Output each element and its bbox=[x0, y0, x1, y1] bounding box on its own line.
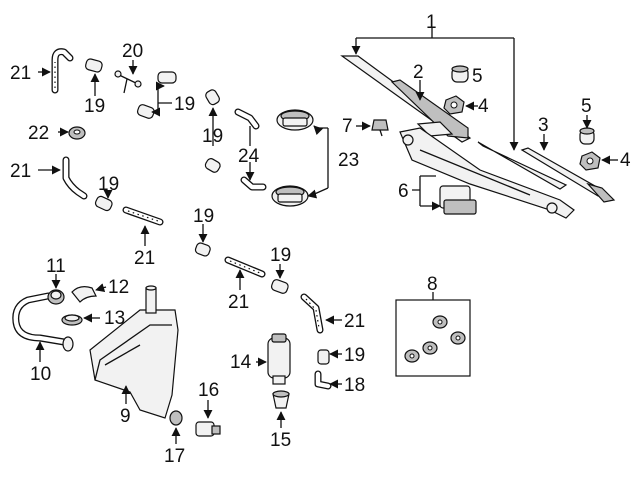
callout-12: 12 bbox=[108, 277, 129, 298]
bolt-7 bbox=[371, 119, 389, 137]
callout-20: 20 bbox=[122, 41, 143, 62]
callout-19-g: 19 bbox=[344, 345, 365, 366]
callout-3: 3 bbox=[538, 115, 549, 136]
callout-4-right: 4 bbox=[620, 150, 631, 171]
connector-19-i bbox=[317, 349, 330, 365]
connector-19-f bbox=[204, 158, 221, 173]
callout-6: 6 bbox=[398, 181, 409, 202]
callout-labels: 1 2 3 4 4 5 5 6 7 8 9 10 11 12 13 14 15 … bbox=[10, 12, 631, 467]
callout-4-left: 4 bbox=[478, 96, 489, 117]
pump-grommet-15 bbox=[272, 390, 290, 409]
tee-connector-20 bbox=[114, 70, 142, 94]
washer-nozzle-23-upper bbox=[276, 109, 314, 131]
callout-17: 17 bbox=[164, 446, 185, 467]
connector-19-d bbox=[94, 195, 113, 212]
sensor-seal-17 bbox=[169, 410, 183, 426]
nut-cap-5-right bbox=[579, 127, 595, 145]
connector-19-e bbox=[205, 89, 220, 106]
callout-15: 15 bbox=[270, 430, 291, 451]
callout-19-e: 19 bbox=[193, 206, 214, 227]
nut-cap-5-left bbox=[451, 65, 469, 83]
callout-24: 24 bbox=[238, 146, 260, 167]
callout-19-c: 19 bbox=[202, 126, 223, 147]
hose-clamp-13 bbox=[61, 314, 83, 326]
connector-19-a bbox=[85, 58, 103, 73]
callout-5-left: 5 bbox=[472, 66, 483, 87]
connector-19-h bbox=[270, 279, 289, 294]
wiper-linkage-6 bbox=[399, 127, 575, 219]
callout-7: 7 bbox=[342, 116, 353, 137]
callout-21-b: 21 bbox=[10, 161, 31, 182]
reservoir-cap-11 bbox=[47, 289, 65, 305]
hose-21-right bbox=[300, 293, 324, 334]
callout-2: 2 bbox=[413, 62, 424, 83]
callout-8: 8 bbox=[427, 274, 438, 295]
callout-18: 18 bbox=[344, 375, 365, 396]
hose-21-center bbox=[224, 256, 266, 278]
arm-nut-4-right bbox=[579, 151, 601, 171]
callout-19-b: 19 bbox=[174, 94, 195, 115]
filler-neck-12 bbox=[71, 286, 97, 303]
callout-14: 14 bbox=[230, 352, 252, 373]
washer-pump-14 bbox=[267, 333, 291, 385]
connector-19-g bbox=[194, 242, 211, 257]
callout-9: 9 bbox=[120, 406, 131, 427]
callout-16: 16 bbox=[198, 380, 219, 401]
grommet-kit-8 bbox=[395, 299, 471, 377]
callout-11: 11 bbox=[46, 256, 66, 277]
callout-19-d: 19 bbox=[98, 174, 119, 195]
callout-1: 1 bbox=[426, 12, 437, 33]
level-sensor-16 bbox=[195, 421, 221, 437]
callout-19-f: 19 bbox=[270, 245, 291, 266]
callout-21-a: 21 bbox=[10, 63, 31, 84]
hose-21-left-mid bbox=[62, 156, 88, 200]
grommet-22-hole bbox=[73, 129, 81, 135]
connector-19-b bbox=[157, 71, 177, 84]
hose-21-left-lower bbox=[122, 206, 164, 226]
arm-nut-4-left bbox=[443, 95, 465, 115]
filler-hose-10 bbox=[12, 292, 74, 352]
callout-21-d: 21 bbox=[228, 292, 249, 313]
callout-10: 10 bbox=[30, 364, 51, 385]
callout-13: 13 bbox=[104, 308, 125, 329]
callout-5-right: 5 bbox=[581, 96, 592, 117]
callout-21-e: 21 bbox=[344, 311, 365, 332]
callout-22: 22 bbox=[28, 123, 49, 144]
leader-lines bbox=[35, 28, 618, 444]
wiper-arm-3 bbox=[520, 147, 616, 203]
callout-19-a: 19 bbox=[84, 96, 105, 117]
washer-reservoir-9 bbox=[89, 285, 179, 419]
hose-21-upper-left bbox=[51, 48, 74, 94]
callout-23: 23 bbox=[338, 150, 359, 171]
washer-nozzle-23-lower bbox=[271, 185, 309, 207]
callout-21-c: 21 bbox=[134, 248, 155, 269]
